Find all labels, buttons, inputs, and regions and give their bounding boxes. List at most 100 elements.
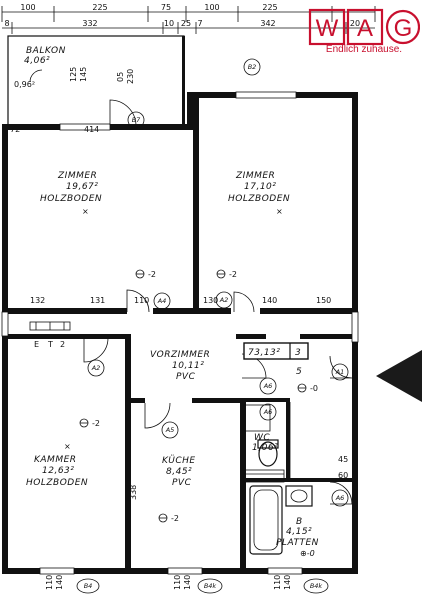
total-area: 73,13²	[248, 348, 280, 358]
svg-text:A2: A2	[91, 364, 101, 372]
kammer-center-mark: ×	[64, 442, 71, 451]
door-tags: B7 B2 A4 A2 A2 A1 A6 A5 A6 A6	[87, 58, 349, 507]
marker-2: 2	[60, 340, 65, 349]
zimmer1-floor: HOLZBODEN	[40, 194, 102, 204]
wc-area: 1,06²	[252, 443, 278, 453]
outer-walls	[2, 92, 358, 574]
door-tag-a2-right: A2	[215, 291, 233, 309]
dim-bottom-4: 130	[203, 296, 218, 305]
room-labels: ZIMMER 19,67² HOLZBODEN × ZIMMER 17,10² …	[26, 171, 319, 558]
top-dim-3: 75	[161, 3, 171, 12]
balcony-dim-1: 0,96²	[14, 80, 35, 89]
svg-text:A6: A6	[263, 408, 273, 416]
entry-arrow-icon	[376, 350, 422, 402]
outlet: -2	[135, 269, 156, 279]
logo-letter-g: G	[394, 15, 413, 42]
zimmer2-area: 17,10²	[244, 182, 276, 192]
bottom-tag-b4k-1: B4k	[197, 578, 223, 594]
svg-text:A4: A4	[157, 297, 167, 305]
door-tag-a5: A5	[161, 421, 179, 439]
svg-text:A6: A6	[335, 494, 345, 502]
kammer-area: 12,63²	[42, 466, 74, 476]
dim-small-60: 60	[338, 471, 348, 480]
svg-text:B4: B4	[84, 582, 93, 590]
zimmer2-center-mark: ×	[276, 207, 283, 216]
total-area-box: 73,13² 3 5	[243, 342, 309, 377]
svg-text:-2: -2	[171, 514, 179, 523]
svg-text:A1: A1	[335, 368, 345, 376]
svg-text:-2: -2	[229, 270, 237, 279]
marker-t: T	[47, 340, 53, 349]
vorzimmer-name: VORZIMMER	[150, 350, 210, 360]
door-tag-a4-left: A4	[153, 292, 171, 310]
svg-text:B4k: B4k	[204, 582, 217, 590]
vorzimmer-area: 10,11²	[172, 361, 204, 371]
zimmer2-name: ZIMMER	[235, 171, 275, 181]
door-tag-a6-bad: A6	[331, 489, 349, 507]
dim-342: 342	[260, 19, 275, 28]
outlet: -2	[79, 418, 100, 428]
dim-8: 8	[4, 19, 9, 28]
vorzimmer-floor: PVC	[176, 372, 196, 382]
window-dim-6: 140	[283, 575, 292, 590]
balcony-dim-2: 125	[69, 67, 78, 82]
balcony: BALKON 4,06² 0,96² 125 145 05 230	[7, 35, 185, 127]
balcony-name: BALKON	[26, 46, 66, 56]
bottom-tags: B4 B4k B4k 110 140 110 140 110 140	[45, 575, 329, 594]
dim-10: 10	[164, 19, 174, 28]
outlet: -2	[216, 269, 237, 279]
top-dim-2: 225	[92, 3, 107, 12]
kammer-name: KAMMER	[34, 455, 77, 465]
top-dim-4: 100	[204, 3, 219, 12]
windows	[1, 91, 359, 575]
svg-text:-2: -2	[148, 270, 156, 279]
door-tag-a6-wc: A6	[259, 377, 277, 395]
dim-332: 332	[82, 19, 97, 28]
door-tag-a1: A1	[331, 363, 349, 381]
svg-text:A2: A2	[219, 296, 229, 304]
door-tag-a6-wc2: A6	[259, 403, 277, 421]
kueche-name: KÜCHE	[162, 455, 196, 466]
svg-text:B7: B7	[132, 116, 141, 124]
svg-text:B2: B2	[248, 63, 257, 71]
top-dimension-chain: 100 225 75 100 225	[1, 3, 376, 22]
bad-outlet: ⊕-0	[300, 549, 315, 558]
outlet: -0	[297, 383, 318, 393]
door-tag-b7: B7	[127, 111, 145, 129]
bad-floor: PLATTEN	[276, 538, 319, 548]
svg-text:B4k: B4k	[310, 582, 323, 590]
apartment-marker: 5	[296, 367, 302, 377]
svg-text:-0: -0	[310, 384, 318, 393]
balcony-area: 4,06²	[24, 56, 50, 66]
window-dim-4: 140	[183, 575, 192, 590]
window-dim-2: 140	[55, 575, 64, 590]
marker-e: E	[34, 340, 39, 349]
dim-bottom-5: 140	[262, 296, 277, 305]
balcony-dim-3: 145	[79, 67, 88, 82]
room-dimensions: 72 414 132 131 110 130 140 150 E T 2 338…	[10, 125, 348, 500]
kueche-floor: PVC	[172, 478, 192, 488]
zimmer1-area: 19,67²	[66, 182, 98, 192]
logo-letter-w: W	[316, 15, 339, 42]
top-dim-5: 225	[262, 3, 277, 12]
kueche-area: 8,45²	[166, 467, 192, 477]
bad-name: B	[296, 517, 303, 527]
balcony-dim-5: 230	[126, 69, 135, 84]
window-dim-1: 110	[45, 575, 54, 590]
dim-7: 7	[197, 19, 202, 28]
unit-number: 3	[295, 348, 301, 358]
dim-zimmer-left: 72	[10, 125, 20, 134]
balcony-dim-4: 05	[116, 72, 125, 82]
svg-text:-2: -2	[92, 419, 100, 428]
dim-zimmer-top: 414	[84, 125, 99, 134]
dim-small-45: 45	[338, 455, 348, 464]
dim-bottom-3: 110	[134, 296, 149, 305]
svg-text:A5: A5	[165, 426, 175, 434]
dim-25: 25	[181, 19, 191, 28]
dim-20: 20	[350, 19, 360, 28]
bad-area: 4,15²	[286, 527, 312, 537]
top-dim-1: 100	[20, 3, 35, 12]
outlet: -2	[158, 513, 179, 523]
wag-logo: W A G	[308, 8, 420, 46]
